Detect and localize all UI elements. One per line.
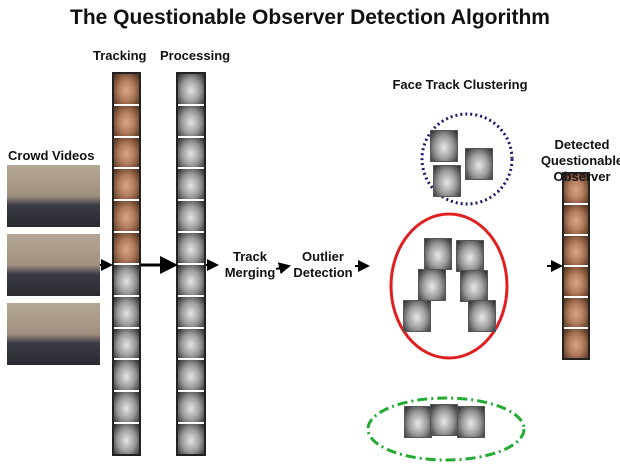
diagram-title: The Questionable Observer Detection Algo… [70, 6, 550, 29]
tracking-strip [112, 72, 141, 456]
crowd-videos-label: Crowd Videos [8, 148, 95, 163]
cluster-blue-dotted [420, 112, 514, 206]
face-thumbnail [430, 404, 458, 436]
detected-observer-strip [562, 172, 590, 360]
crowd-video-frame [7, 303, 100, 365]
face-thumbnail [457, 406, 485, 438]
face-thumbnail [404, 406, 432, 438]
face-thumbnail [418, 269, 446, 301]
crowd-video-frame [7, 234, 100, 296]
processing-label: Processing [160, 48, 231, 63]
face-thumbnail [424, 238, 452, 270]
face-thumbnail [460, 270, 488, 302]
face-thumbnail [403, 300, 431, 332]
face-thumbnail [433, 165, 461, 197]
cluster-red-solid [389, 212, 509, 360]
face-thumbnail [456, 240, 484, 272]
cluster-green-dashdot [366, 396, 526, 462]
arrow [275, 262, 291, 275]
face-thumbnail [465, 148, 493, 180]
tracking-label: Tracking [93, 48, 147, 63]
face-thumbnail [468, 300, 496, 332]
crowd-video-frame [7, 165, 100, 227]
face-track-clustering-label: Face Track Clustering [392, 77, 528, 92]
face-thumbnail [430, 130, 458, 162]
